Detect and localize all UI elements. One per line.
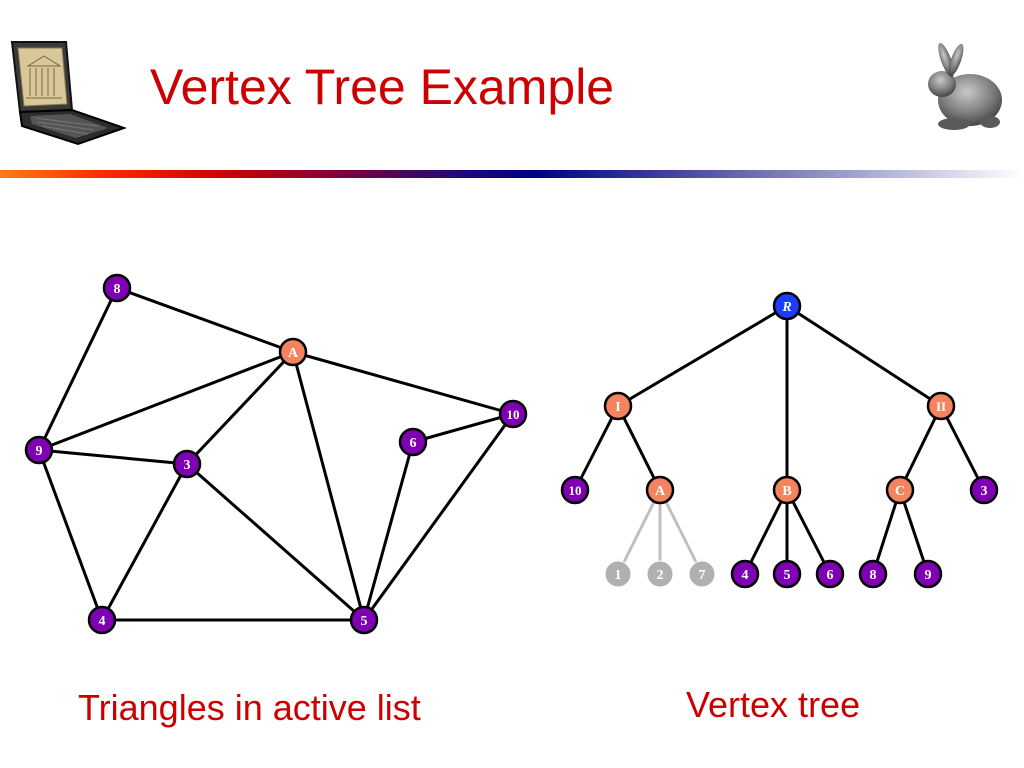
mesh-node-10: 10 bbox=[498, 399, 528, 429]
tree-edge bbox=[786, 304, 942, 408]
mesh-caption: Triangles in active list bbox=[78, 687, 421, 728]
mesh-edge bbox=[362, 413, 515, 621]
tree-node-label: 7 bbox=[699, 568, 706, 583]
mesh-edge bbox=[186, 462, 365, 622]
mesh-node-label: 5 bbox=[361, 614, 368, 629]
tree-node-10: 10 bbox=[560, 475, 590, 505]
mesh-node-label: 9 bbox=[36, 444, 43, 459]
tree-node-label: B bbox=[782, 484, 791, 499]
tree-node-label: 2 bbox=[657, 568, 664, 583]
tree-node-5: 5 bbox=[772, 559, 802, 589]
mesh-node-A: A bbox=[278, 337, 308, 367]
tree-node-label: R bbox=[781, 300, 791, 315]
tree-node-label: I bbox=[615, 400, 620, 415]
tree-node-label: II bbox=[936, 399, 946, 414]
tree-edge bbox=[743, 489, 789, 575]
tree-edge bbox=[617, 304, 788, 408]
mesh-edge bbox=[37, 449, 104, 621]
tree-node-2: 2 bbox=[646, 560, 674, 588]
mesh-node-label: A bbox=[288, 346, 299, 361]
tree-node-label: 1 bbox=[615, 568, 622, 583]
tree-node-9: 9 bbox=[913, 559, 943, 589]
tree-node-B: B bbox=[772, 475, 802, 505]
mesh-node-label: 6 bbox=[410, 436, 417, 451]
tree-node-C: C bbox=[885, 475, 915, 505]
mesh-edge bbox=[185, 350, 295, 466]
mesh-node-label: 3 bbox=[184, 458, 191, 473]
tree-node-label: C bbox=[895, 484, 905, 499]
bunny-model-icon bbox=[928, 42, 1002, 130]
mesh-edge bbox=[116, 286, 294, 354]
tree-node-I: I bbox=[603, 391, 633, 421]
tree-node-R: R bbox=[772, 291, 802, 321]
tree-node-label: 6 bbox=[827, 568, 834, 583]
mesh-edge bbox=[412, 412, 514, 444]
tree-edge bbox=[871, 489, 902, 575]
tree-node-label: 10 bbox=[569, 483, 582, 498]
tree-node-1: 1 bbox=[604, 560, 632, 588]
mesh-node-6: 6 bbox=[398, 427, 428, 457]
tree-node-II: II bbox=[926, 391, 956, 421]
mesh-node-label: 4 bbox=[99, 614, 106, 629]
tree-node-label: 8 bbox=[870, 568, 877, 583]
tree-node-label: 4 bbox=[742, 568, 749, 583]
tree-node-A: A bbox=[645, 475, 675, 505]
mesh-node-9: 9 bbox=[24, 435, 54, 465]
mesh-edge bbox=[100, 463, 189, 621]
tree-node-6: 6 bbox=[815, 559, 845, 589]
tree-node-3: 3 bbox=[969, 475, 999, 505]
tree-edge bbox=[898, 405, 943, 491]
mesh-node-3: 3 bbox=[172, 449, 202, 479]
mesh-edge bbox=[292, 350, 514, 416]
tree-edge bbox=[898, 489, 930, 575]
mesh-edge bbox=[38, 448, 188, 466]
mesh-diagram: 8A 9 3 6 10 4 5 bbox=[24, 273, 528, 635]
tree-edge bbox=[573, 405, 620, 491]
tree-edge bbox=[616, 405, 662, 491]
mesh-edge bbox=[362, 441, 415, 621]
mesh-edge bbox=[291, 351, 366, 621]
mesh-node-4: 4 bbox=[87, 605, 117, 635]
slide-title: Vertex Tree Example bbox=[150, 59, 615, 115]
title-divider bbox=[0, 170, 1024, 178]
tree-node-label: 3 bbox=[981, 484, 988, 499]
laptop-icon bbox=[10, 41, 126, 146]
tree-caption: Vertex tree bbox=[686, 684, 861, 725]
tree-edge bbox=[939, 405, 986, 491]
mesh-node-8: 8 bbox=[102, 273, 132, 303]
tree-node-4: 4 bbox=[730, 559, 760, 589]
tree-node-7: 7 bbox=[688, 560, 716, 588]
tree-edge-inactive bbox=[658, 489, 704, 575]
mesh-node-5: 5 bbox=[349, 605, 379, 635]
tree-node-label: 5 bbox=[784, 568, 791, 583]
tree-edge-inactive bbox=[616, 489, 662, 575]
tree-node-8: 8 bbox=[858, 559, 888, 589]
mesh-node-label: 10 bbox=[507, 407, 520, 422]
tree-node-label: A bbox=[655, 484, 666, 499]
tree-edge bbox=[785, 489, 832, 575]
mesh-edge bbox=[38, 350, 294, 452]
mesh-edge bbox=[37, 287, 119, 451]
tree-node-label: 9 bbox=[925, 568, 932, 583]
mesh-node-label: 8 bbox=[114, 282, 121, 297]
